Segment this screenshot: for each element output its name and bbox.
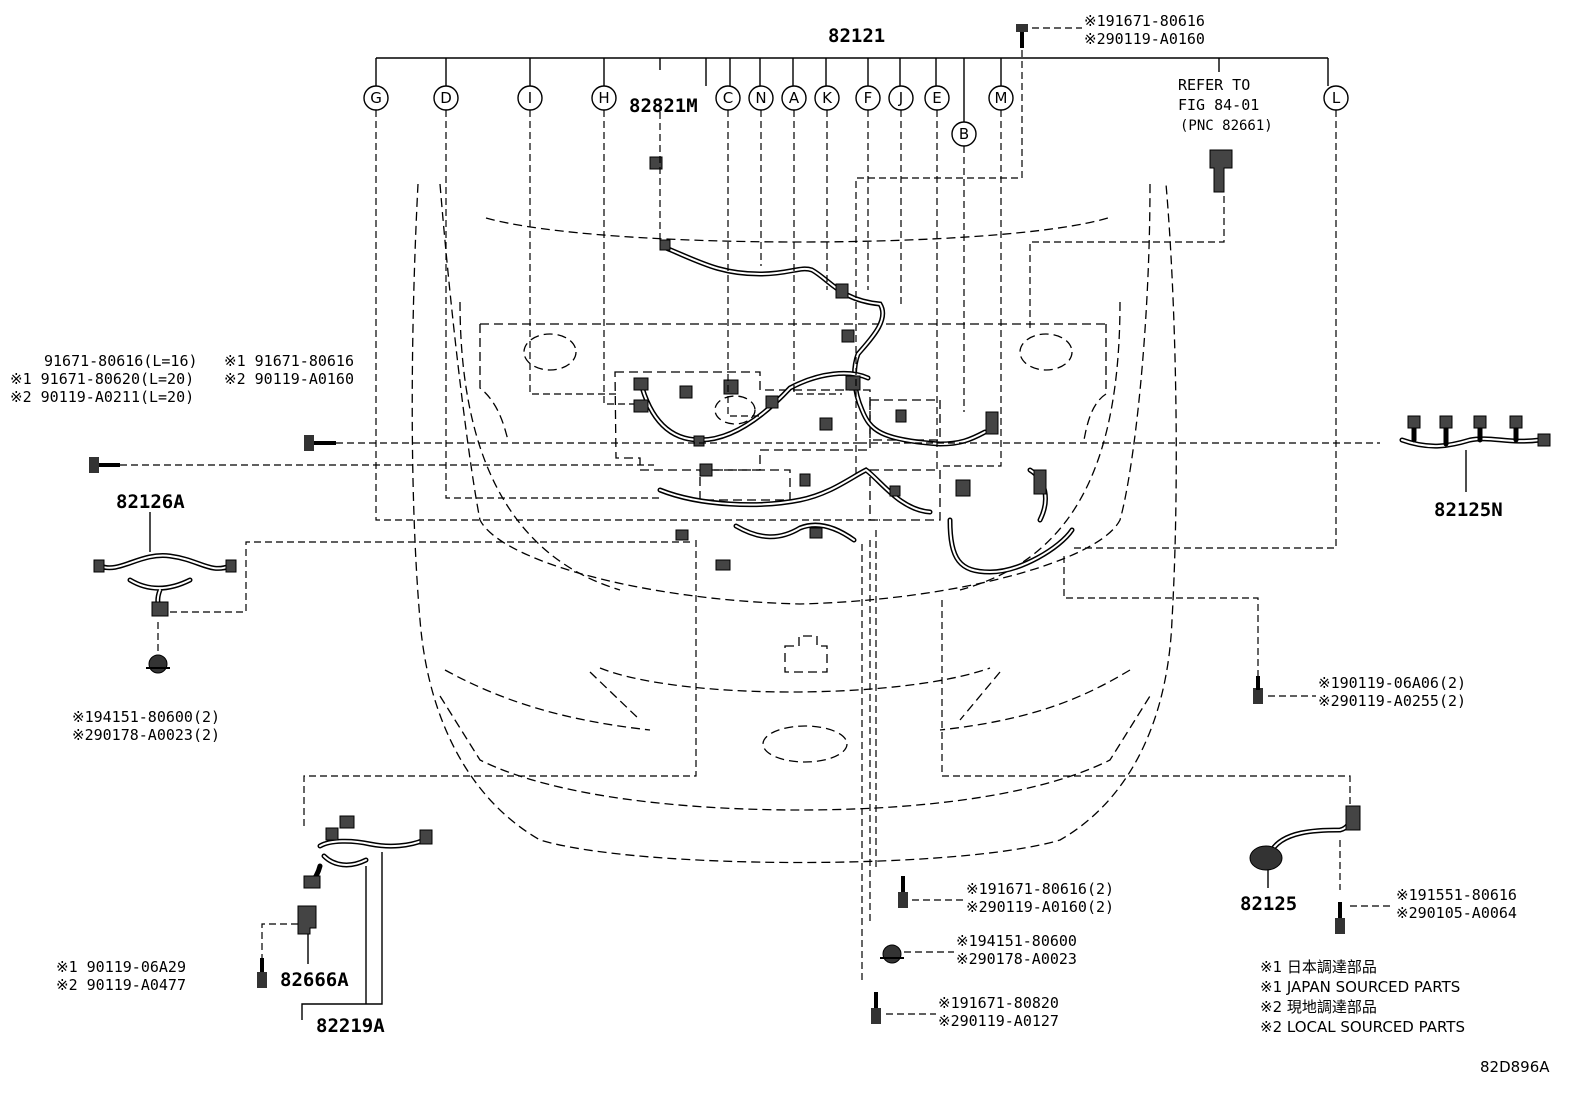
leader-line [301,852,383,1020]
svg-text:F: F [864,89,873,107]
bolt-icon [1016,24,1028,48]
callout-l: L [1323,85,1349,111]
callout-group: G D I H C N A K F J E B M L [363,85,1349,147]
svg-text:G: G [370,89,382,107]
bolt-icon [871,992,881,1024]
vehicle-outline [411,183,1177,864]
callout-c: C [715,85,741,111]
harness-icon [1399,415,1551,449]
leader-lines [303,50,1351,980]
fastener-bottom-right-1: ※191551-80616 [1396,886,1517,904]
fastener-left-c-2: ※290178-A0023(2) [72,726,220,744]
part-82125n-label: 82125N [1434,499,1503,521]
figure-code: 82D896A [1480,1058,1550,1076]
fastener-right-a-1: ※190119-06A06(2) [1318,674,1466,692]
fastener-bottom-left-2: ※2 90119-A0477 [56,976,186,994]
connector-icon [297,905,317,935]
fastener-bottom-center-a-2: ※290119-A0160(2) [966,898,1114,916]
fastener-left-c-1: ※194151-80600(2) [72,708,220,726]
note-3: ※2 現地調達部品 [1260,998,1377,1016]
svg-text:A: A [789,89,800,107]
refer-line-1: REFER TO [1178,76,1250,94]
leader-line [170,541,690,613]
fastener-bottom-center-b-1: ※194151-80600 [956,932,1077,950]
svg-text:H: H [598,89,609,107]
clip-icon [880,944,904,964]
svg-text:N: N [755,89,766,107]
engine-components [614,371,941,521]
fastener-bottom-left-1: ※1 90119-06A29 [56,958,186,976]
callout-e: E [924,85,950,111]
fastener-left-a-2: ※1 91671-80620(L=20) [10,370,194,388]
clip-icon [649,156,663,170]
fastener-bottom-center-c-2: ※290119-A0127 [938,1012,1059,1030]
leader-line [1029,196,1225,332]
callout-j: J [888,85,914,111]
clip-icon [146,654,170,674]
fastener-left-a-1: 91671-80616(L=16) [44,352,198,370]
refer-line-3: (PNC 82661) [1180,118,1273,134]
refer-line-2: FIG 84-01 [1178,96,1259,114]
bolt-icon [304,435,336,451]
callout-h: H [591,85,617,111]
harness-icon [637,245,1075,575]
svg-text:K: K [822,89,833,107]
fastener-right-a-2: ※290119-A0255(2) [1318,692,1466,710]
callout-f: F [855,85,881,111]
part-82219a-label: 82219A [316,1015,385,1037]
part-82821m-label: 82821M [629,95,698,117]
svg-text:M: M [995,89,1008,107]
fastener-bottom-center-a-1: ※191671-80616(2) [966,880,1114,898]
callout-m: M [988,85,1014,111]
bolt-icon [1253,676,1263,704]
callout-k: K [814,85,840,111]
part-82666a-label: 82666A [280,969,349,991]
note-1: ※1 日本調達部品 [1260,958,1377,976]
fastener-left-b-2: ※2 90119-A0160 [224,370,354,388]
svg-text:C: C [723,89,733,107]
svg-text:E: E [932,89,941,107]
svg-text:B: B [959,125,969,143]
harness-icon [93,553,237,617]
note-2: ※1 JAPAN SOURCED PARTS [1260,978,1460,996]
part-82126a-label: 82126A [116,491,185,513]
svg-text:D: D [440,89,452,107]
main-part-number: 82121 [828,25,885,47]
callout-n: N [748,85,774,111]
svg-text:I: I [528,89,532,107]
callout-b: B [951,121,977,147]
callout-d: D [433,85,459,111]
fastener-top-right-2: ※290119-A0160 [1084,30,1205,48]
fastener-bottom-center-c-1: ※191671-80820 [938,994,1059,1012]
fastener-left-b-1: ※1 91671-80616 [224,352,354,370]
note-4: ※2 LOCAL SOURCED PARTS [1260,1018,1465,1036]
fastener-bottom-center-b-2: ※290178-A0023 [956,950,1077,968]
harness-icon [303,815,433,889]
bolt-icon [257,958,267,988]
callout-g: G [363,85,389,111]
main-bracket [375,57,1329,122]
connector-icon [1209,149,1233,193]
fastener-top-right-1: ※191671-80616 [1084,12,1205,30]
harness-icon [1249,805,1361,871]
leader-line [261,923,298,958]
bolt-icon [898,876,908,908]
fastener-left-a-3: ※2 90119-A0211(L=20) [10,388,194,406]
callout-i: I [517,85,543,111]
callout-a: A [781,85,807,111]
bolt-icon [89,457,120,473]
svg-text:J: J [898,89,903,107]
bolt-icon [1335,902,1345,934]
svg-text:L: L [1332,89,1341,107]
fastener-bottom-right-2: ※290105-A0064 [1396,904,1517,922]
connector-icon [633,239,1047,571]
part-82125-label: 82125 [1240,893,1297,915]
